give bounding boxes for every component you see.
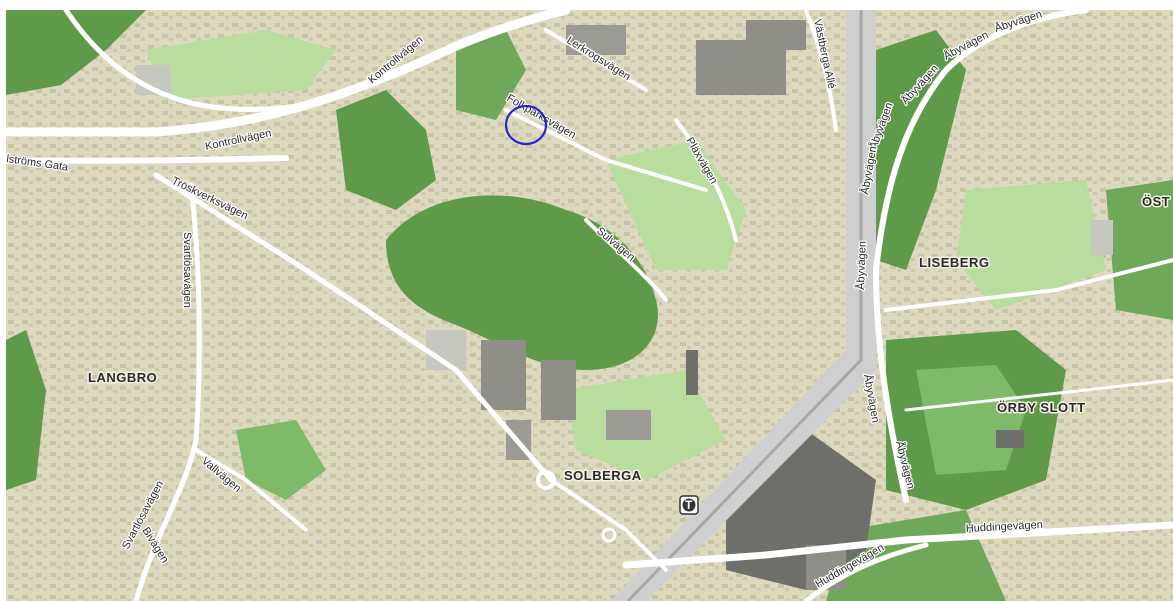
road-liseberg (884, 258, 1173, 312)
street-map[interactable]: Kontrollvägen Kontrollvägen lströms Gata… (6, 10, 1173, 601)
road-solberga-east (549, 478, 668, 572)
metro-symbol: T (685, 498, 693, 512)
forest-slope (456, 30, 526, 120)
area-labels: LANGBRO LISEBERG ÖRBY SLOTT SOLBERGA ÖST (87, 193, 1172, 485)
grass-kontrollvagen (146, 30, 336, 100)
forest-west-ramp (6, 330, 46, 490)
road-kontrollvagen-ramp (63, 10, 309, 112)
forest-north-central (336, 90, 436, 210)
location-marker[interactable] (504, 104, 548, 146)
label-langbro: LANGBRO (88, 370, 157, 385)
road-vallvagen (194, 448, 308, 532)
road-orby (904, 378, 1173, 412)
park-southwest (236, 420, 326, 500)
forest-central (386, 195, 658, 370)
road-troskverksvagen (153, 172, 554, 483)
forest-northwest (6, 10, 146, 95)
map-viewport[interactable]: Kontrollvägen Kontrollvägen lströms Gata… (6, 10, 1173, 601)
metro-station-icon[interactable]: T (679, 495, 699, 515)
industrial-north-2 (746, 20, 806, 50)
road-plaxvagen (674, 118, 738, 242)
label-liseberg: LISEBERG (919, 255, 989, 270)
roads (6, 10, 1173, 601)
label-orby-slott: ÖRBY SLOTT (997, 400, 1086, 415)
building-solberga-1 (481, 340, 526, 410)
road-lerkrogsvagen (544, 28, 648, 92)
building-solberga-5 (686, 350, 698, 395)
park-east-edge (1106, 180, 1173, 320)
road-huddingevagen-south (803, 542, 929, 601)
road-sulvagen (584, 218, 668, 302)
road-stroms-gata (6, 155, 289, 164)
building-solberga-3 (606, 410, 651, 440)
label-svartlosavagen-north: Svartlösavägen (181, 232, 193, 308)
road-abyvagen-south (873, 267, 909, 503)
roundabout-solberga (536, 470, 556, 490)
road-folkparksvagen (504, 108, 708, 192)
building-solberga-2 (541, 360, 576, 420)
railway (611, 10, 876, 601)
label-huddingevagen-east: Huddingevägen (966, 519, 1044, 535)
building-orby (996, 430, 1024, 448)
roundabout-south (601, 527, 617, 543)
park-south (826, 510, 1006, 601)
label-ost: ÖST (1142, 194, 1170, 209)
grass-liseberg (956, 180, 1106, 310)
road-huddingevagen (622, 521, 1173, 569)
building-liseberg (1091, 220, 1113, 255)
road-kontrollvagen (6, 10, 571, 137)
road-abyvagen-north (873, 10, 1089, 273)
label-solberga: SOLBERGA (564, 468, 642, 483)
road-vastberga-alle (804, 10, 838, 132)
green-areas (6, 10, 1173, 601)
label-abyvagen-w2: Åbyvägen (854, 241, 869, 290)
railway-track (626, 10, 863, 601)
park-east-strip (876, 30, 966, 270)
road-svartlosavagen (133, 182, 202, 601)
